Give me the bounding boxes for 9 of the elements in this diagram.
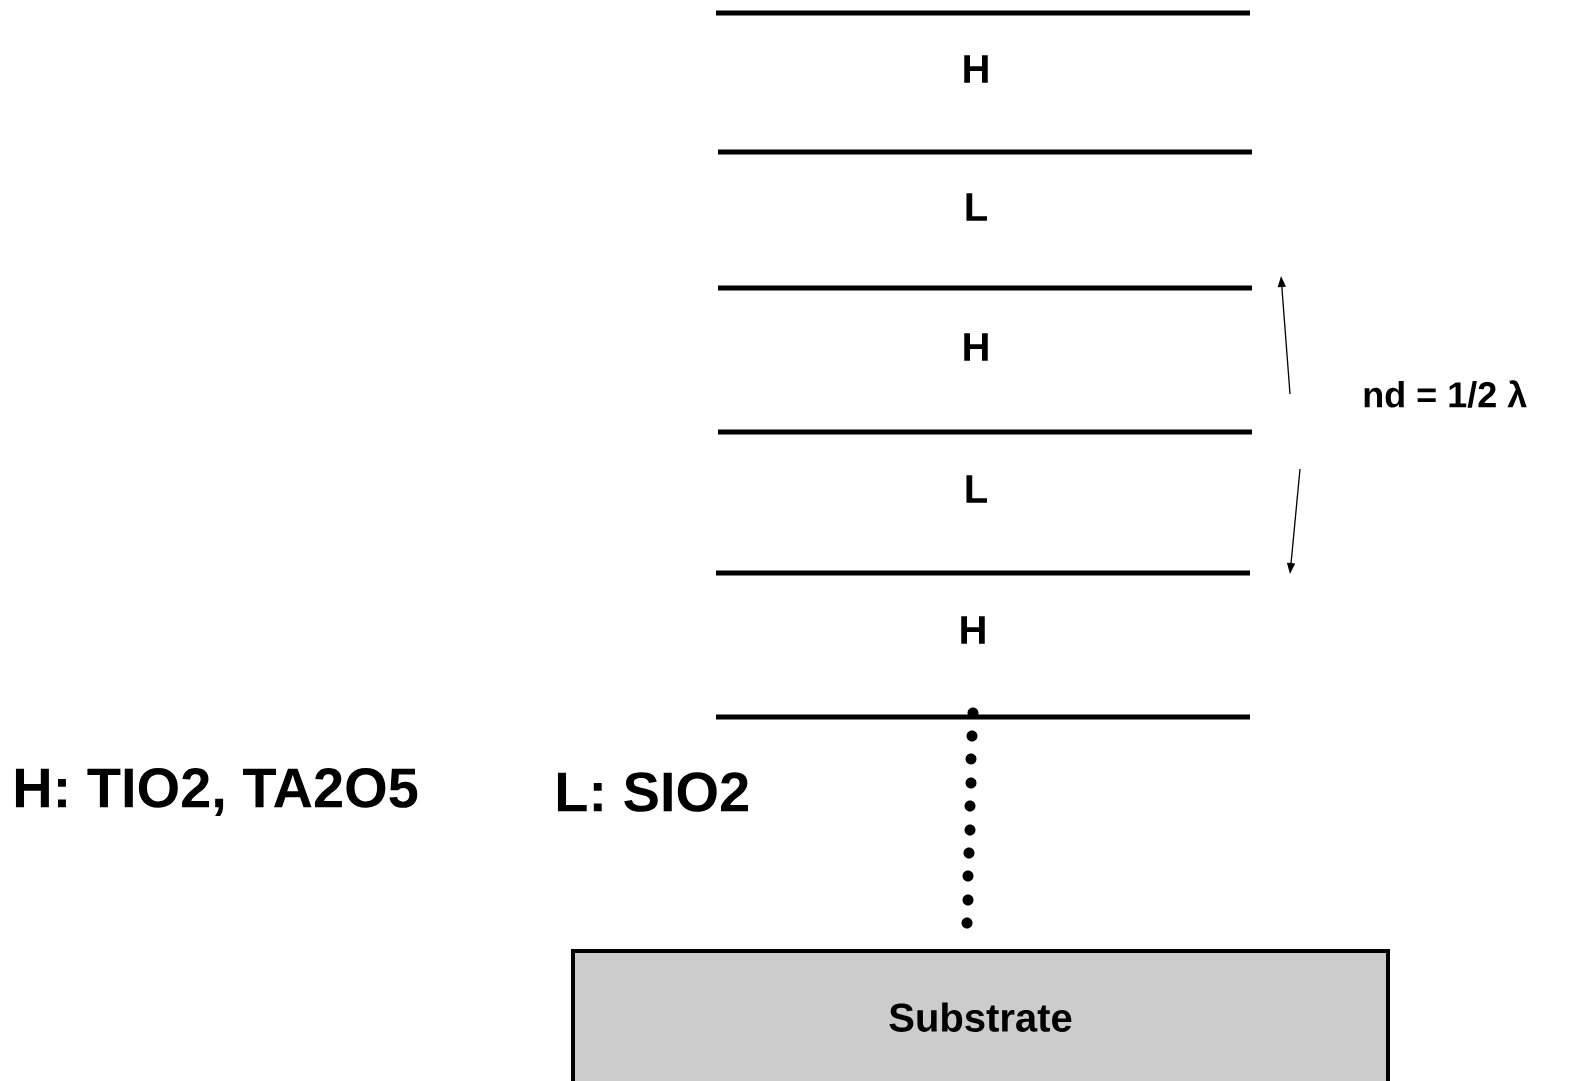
material-label: nd = 1/2 λ — [1364, 380, 1527, 408]
layer-label: L — [966, 193, 987, 221]
substrate-box: Substrate — [571, 949, 1390, 1081]
material-label: L: SIO2 — [557, 772, 748, 812]
layer-label: H — [964, 55, 988, 83]
material-label: H: TIO2, TA2O5 — [15, 768, 418, 816]
layer-label: H — [961, 616, 985, 644]
layer-label: L — [966, 475, 987, 503]
layer-label: H — [964, 333, 988, 361]
